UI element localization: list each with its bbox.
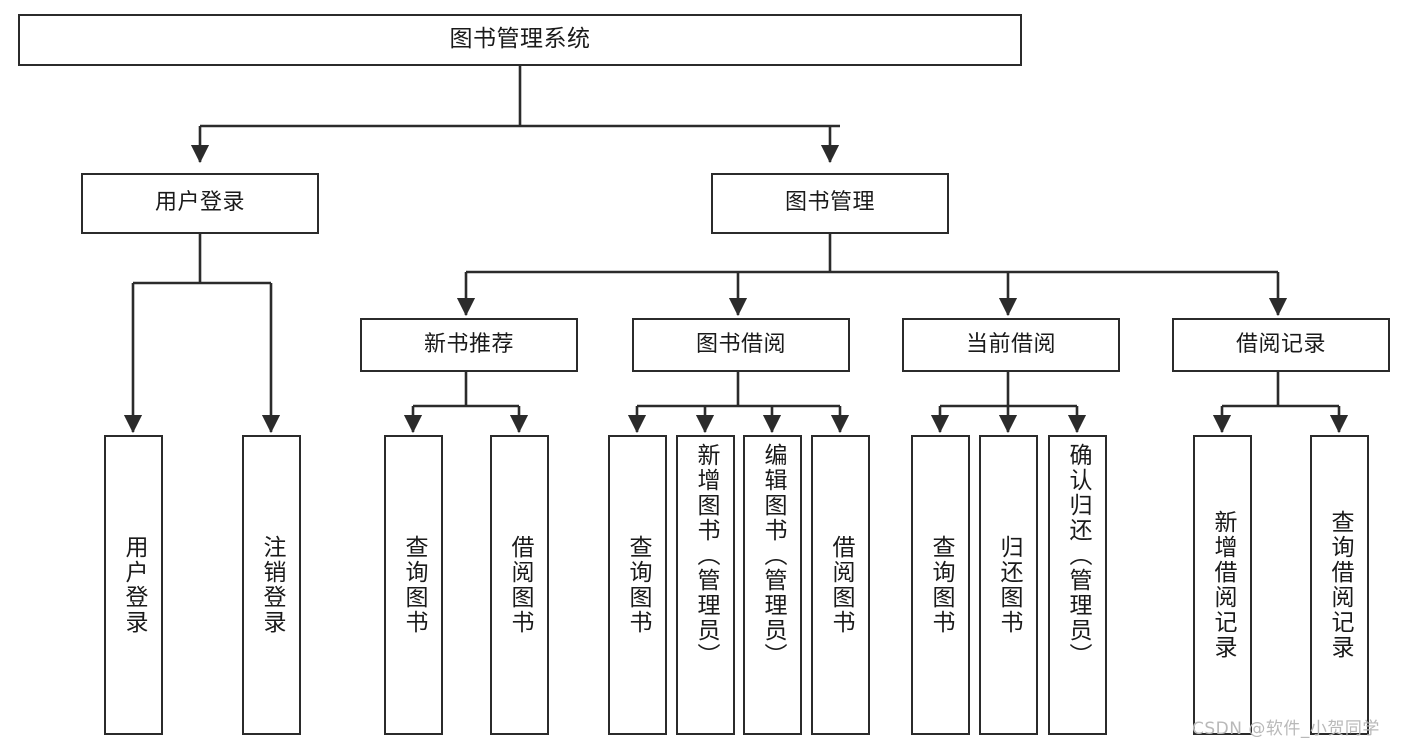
leaf-return-book[interactable]: 归还图书: [979, 435, 1038, 735]
leaf-confirm-return[interactable]: 确认归还（管理员）: [1048, 435, 1107, 735]
leaf-logout-login-label: 注销登录: [259, 535, 285, 635]
leaf-query-book-2[interactable]: 查询图书: [608, 435, 667, 735]
leaf-edit-book-label: 编辑图书（管理员）: [760, 443, 786, 668]
leaf-logout-login[interactable]: 注销登录: [242, 435, 301, 735]
node-user-login-label: 用户登录: [154, 190, 245, 216]
leaf-borrow-book-2-label: 借阅图书: [828, 535, 854, 635]
leaf-query-book-1[interactable]: 查询图书: [384, 435, 443, 735]
leaf-query-book-3-label: 查询图书: [928, 535, 954, 635]
node-new-book-recommend-label: 新书推荐: [423, 331, 514, 357]
leaf-borrow-book-2[interactable]: 借阅图书: [811, 435, 870, 735]
node-new-book-recommend[interactable]: 新书推荐: [360, 318, 578, 372]
leaf-add-book-label: 新增图书（管理员）: [693, 443, 719, 668]
node-borrow-record-label: 借阅记录: [1235, 331, 1326, 357]
leaf-confirm-return-label: 确认归还（管理员）: [1065, 443, 1091, 668]
leaf-borrow-book-1[interactable]: 借阅图书: [490, 435, 549, 735]
node-user-login[interactable]: 用户登录: [81, 173, 319, 234]
leaf-query-book-2-label: 查询图书: [625, 535, 651, 635]
leaf-borrow-book-1-label: 借阅图书: [507, 535, 533, 635]
node-borrow-record[interactable]: 借阅记录: [1172, 318, 1390, 372]
leaf-edit-book[interactable]: 编辑图书（管理员）: [743, 435, 802, 735]
node-book-borrow-label: 图书借阅: [695, 331, 786, 357]
leaf-query-borrow-record[interactable]: 查询借阅记录: [1310, 435, 1369, 735]
leaf-add-borrow-record[interactable]: 新增借阅记录: [1193, 435, 1252, 735]
leaf-add-borrow-record-label: 新增借阅记录: [1210, 510, 1236, 660]
leaf-query-book-1-label: 查询图书: [401, 535, 427, 635]
node-root[interactable]: 图书管理系统: [18, 14, 1022, 66]
watermark-text: CSDN @软件_小贺同学: [1192, 719, 1380, 739]
node-current-borrow[interactable]: 当前借阅: [902, 318, 1120, 372]
leaf-query-borrow-record-label: 查询借阅记录: [1327, 510, 1353, 660]
leaf-user-login-label: 用户登录: [121, 535, 147, 635]
leaf-query-book-3[interactable]: 查询图书: [911, 435, 970, 735]
leaf-add-book[interactable]: 新增图书（管理员）: [676, 435, 735, 735]
node-root-label: 图书管理系统: [449, 26, 591, 53]
node-book-borrow[interactable]: 图书借阅: [632, 318, 850, 372]
node-book-manage-label: 图书管理: [784, 190, 875, 216]
node-book-manage[interactable]: 图书管理: [711, 173, 949, 234]
leaf-return-book-label: 归还图书: [996, 535, 1022, 635]
leaf-user-login[interactable]: 用户登录: [104, 435, 163, 735]
node-current-borrow-label: 当前借阅: [965, 331, 1056, 357]
